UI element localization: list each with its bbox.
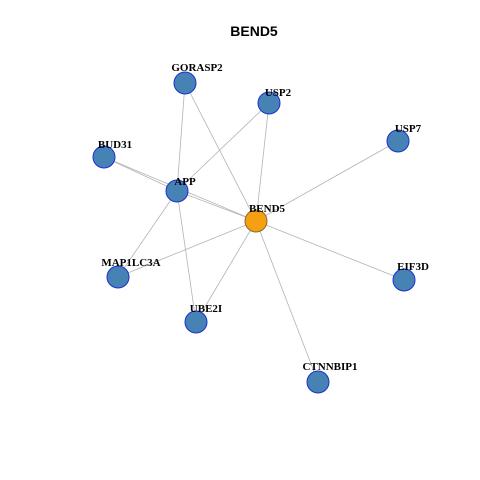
node-eif3d: EIF3D [392,261,429,292]
node-label-usp2: USP2 [265,87,292,99]
edge-bend5-app [176,190,257,222]
edge-bend5-eif3d [255,220,405,281]
graph-title: BEND5 [230,23,278,39]
node-circle-bend5 [244,209,268,233]
node-label-gorasp2: GORASP2 [171,62,223,74]
node-label-map1lc3a: MAP1LC3A [101,257,160,269]
node-circle-bud31 [92,145,116,169]
node-circle-usp7 [386,129,410,153]
edge-app-ube2i [176,190,197,323]
node-circle-eif3d [392,268,416,292]
node-label-bud31: BUD31 [98,139,132,151]
node-label-eif3d: EIF3D [397,261,429,273]
node-label-usp7: USP7 [395,123,422,135]
node-label-ube2i: UBE2I [190,303,222,315]
edge-bend5-ctnnbip1 [255,220,319,383]
edge-bend5-gorasp2 [184,82,257,222]
node-circle-ube2i [184,310,208,334]
edges-layer [103,82,405,383]
node-label-ctnnbip1: CTNNBIP1 [302,361,357,373]
edge-app-bud31 [103,156,178,192]
edge-app-gorasp2 [176,82,186,192]
node-label-app: APP [174,176,196,188]
edge-bend5-ube2i [195,220,257,323]
node-gorasp2: GORASP2 [171,62,223,95]
edge-bend5-usp2 [255,102,270,222]
node-app: APP [165,176,196,203]
node-circle-ctnnbip1 [306,370,330,394]
node-ctnnbip1: CTNNBIP1 [302,361,358,394]
node-usp2: USP2 [257,87,292,115]
node-bend5: BEND5 [244,203,286,233]
edge-bend5-usp7 [255,140,399,222]
node-map1lc3a: MAP1LC3A [101,257,161,289]
node-circle-gorasp2 [173,71,197,95]
node-circle-usp2 [257,91,281,115]
edge-app-map1lc3a [117,190,178,278]
edge-bend5-map1lc3a [117,220,257,278]
node-bud31: BUD31 [92,139,132,169]
node-ube2i: UBE2I [184,303,222,334]
node-label-bend5: BEND5 [249,203,286,215]
node-circle-map1lc3a [106,265,130,289]
node-circle-app [165,179,189,203]
edge-app-usp2 [176,102,270,192]
node-usp7: USP7 [386,123,422,153]
